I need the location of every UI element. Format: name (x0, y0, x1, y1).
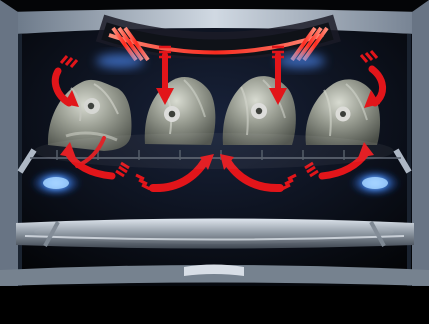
side-flame-left (30, 169, 82, 197)
oven-front-lip (0, 265, 429, 324)
side-flame-right (349, 169, 401, 197)
